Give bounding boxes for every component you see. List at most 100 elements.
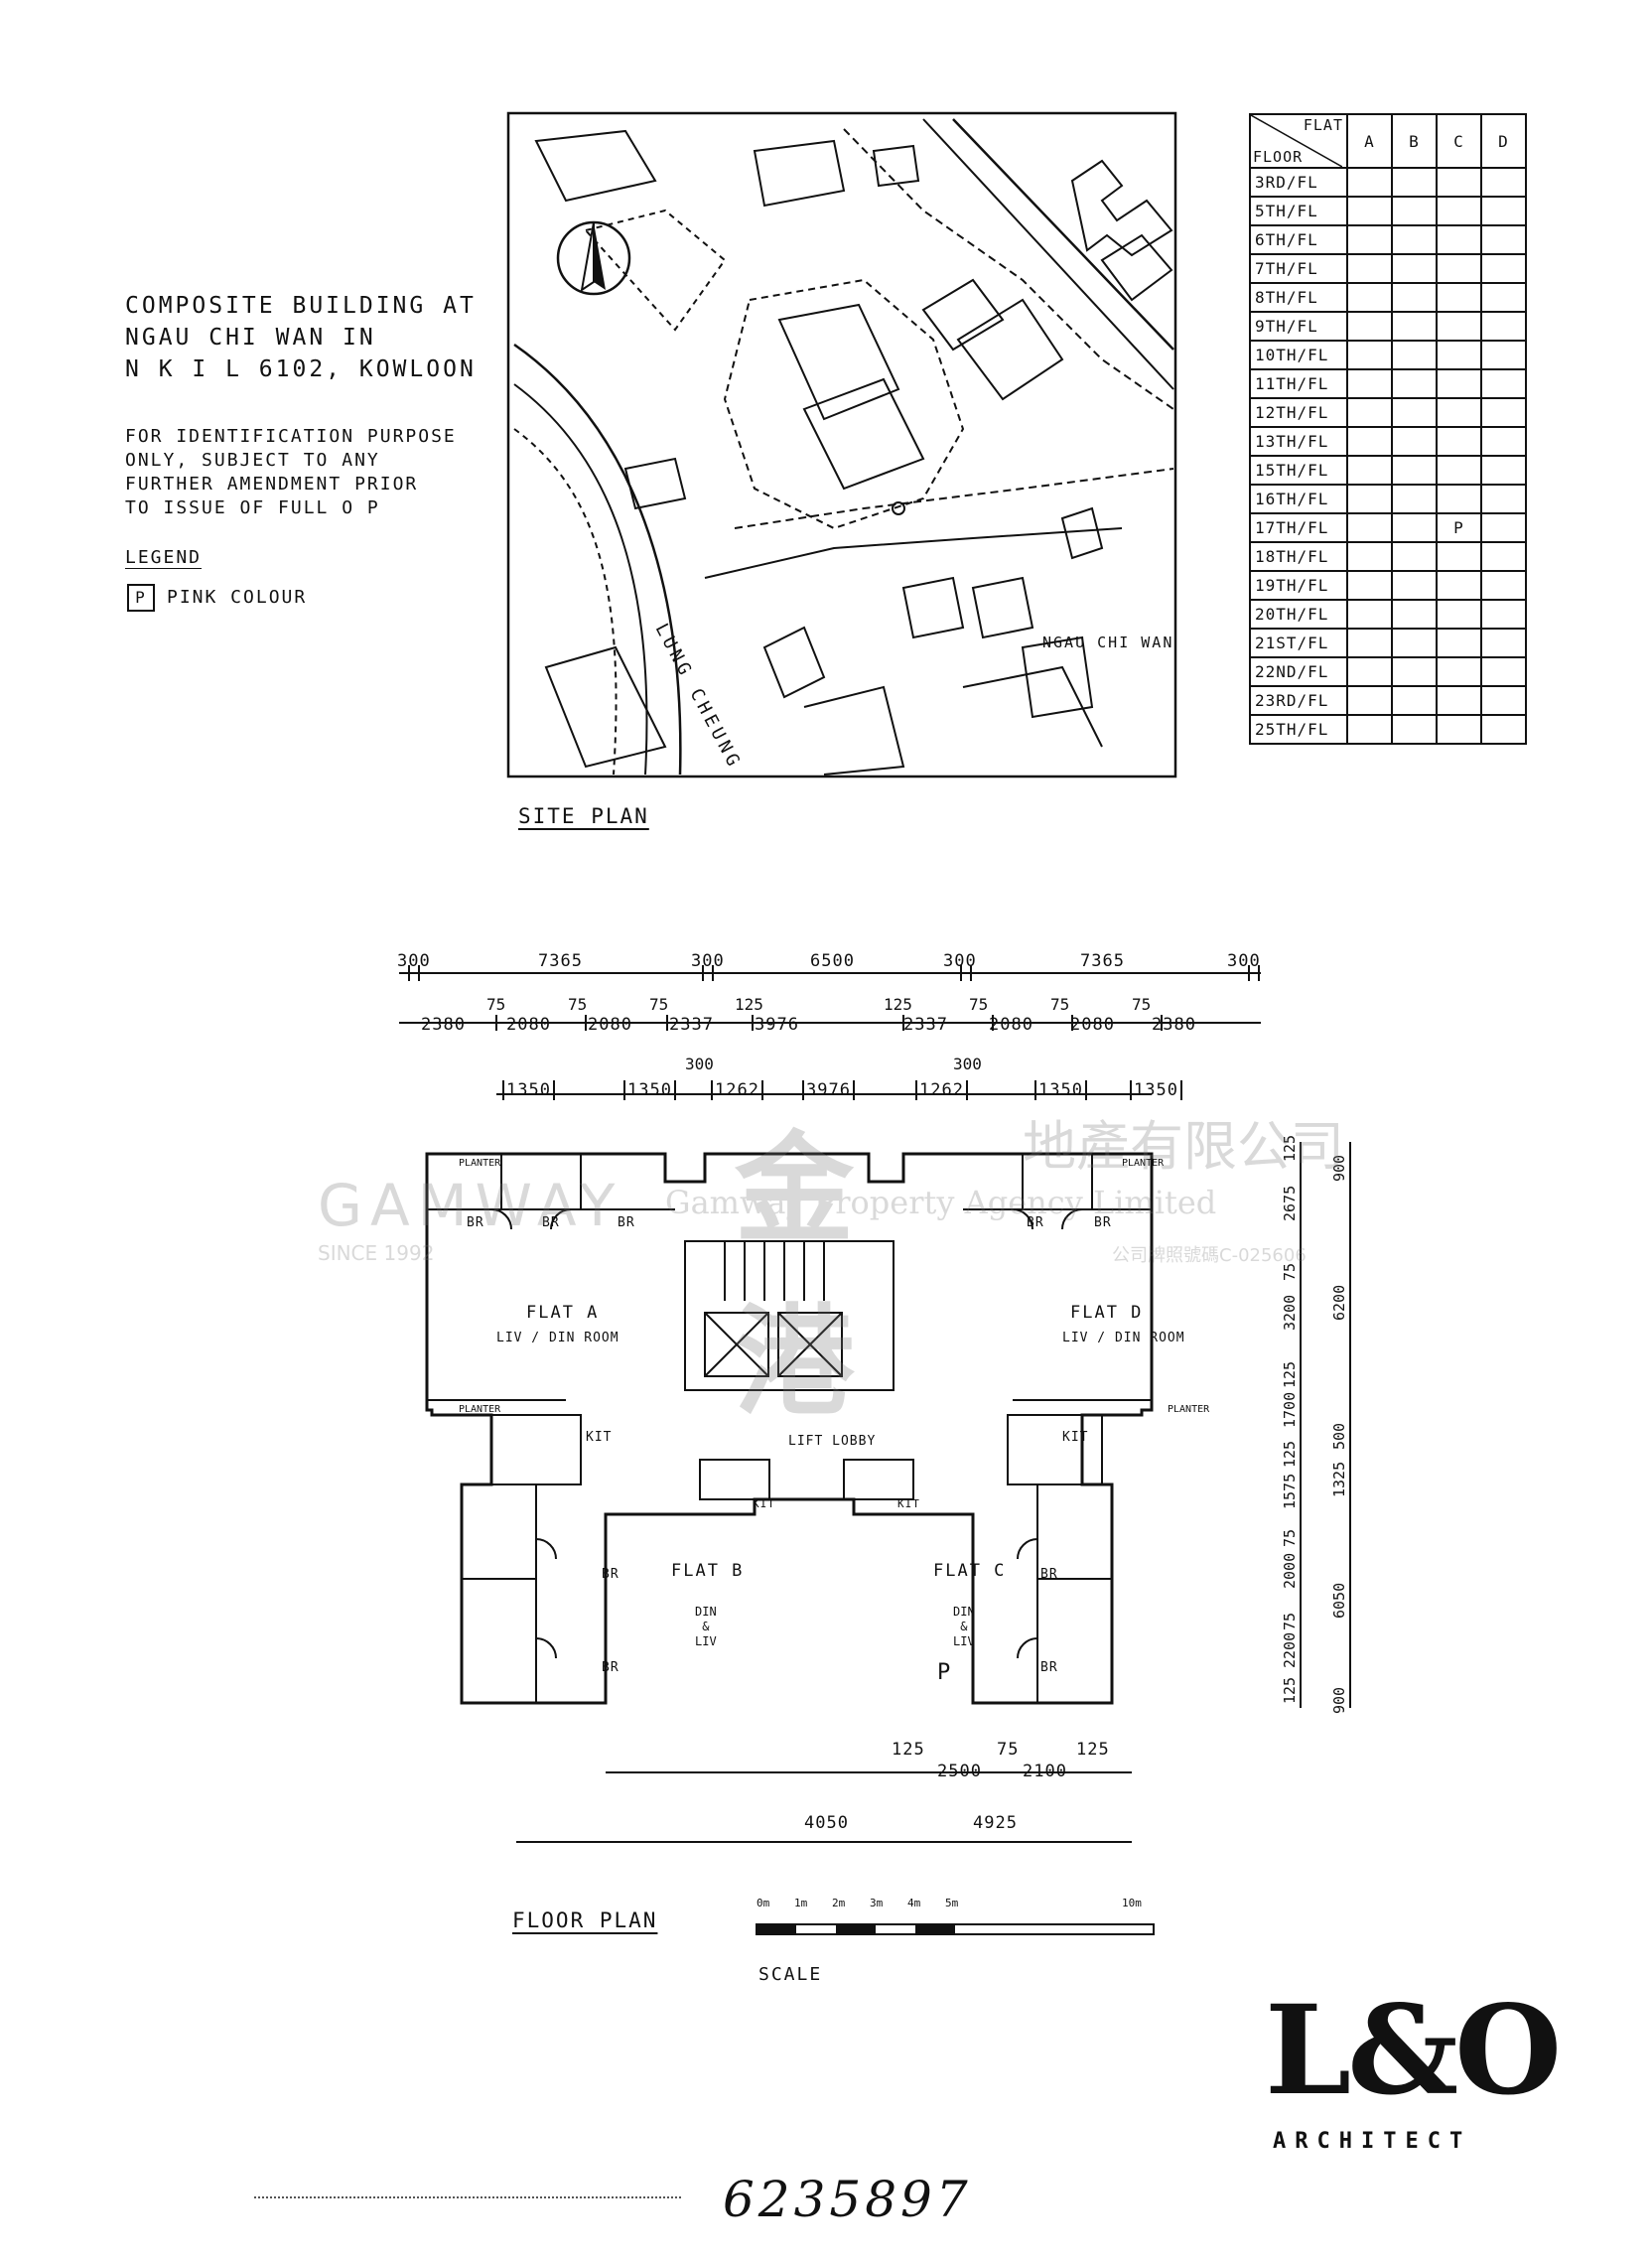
column-header: A — [1346, 113, 1393, 169]
br-label: BR — [618, 1215, 635, 1230]
table-row: 22ND/FL — [1249, 656, 1527, 687]
dim-gap-text: 75 — [568, 995, 588, 1014]
br-label: BR — [467, 1215, 484, 1230]
architect-logo-sub: ARCHITECT — [1273, 2129, 1472, 2154]
dim-text: 2080 — [989, 1015, 1033, 1035]
flat-cell — [1391, 541, 1438, 572]
flat-cell — [1436, 224, 1482, 255]
flat-cell — [1391, 340, 1438, 370]
flat-cell — [1480, 599, 1527, 630]
table-row: 6TH/FL — [1249, 224, 1527, 255]
br-label: BR — [542, 1215, 560, 1230]
flat-cell — [1391, 455, 1438, 486]
din-text: DIN — [695, 1605, 717, 1619]
flat-cell — [1436, 628, 1482, 658]
flat-cell — [1346, 484, 1393, 514]
scale-tick: 10m — [1122, 1897, 1142, 1909]
corner-flat-label: FLAT — [1303, 116, 1343, 134]
br-label: BR — [1027, 1215, 1044, 1230]
floor-cell: 8TH/FL — [1249, 282, 1348, 313]
flat-cell — [1346, 196, 1393, 226]
dim-text: 2500 — [937, 1762, 982, 1781]
floor-cell: 19TH/FL — [1249, 570, 1348, 601]
watermark-chinese-tail: 地產有限公司 — [1023, 1115, 1344, 1178]
floor-cell: 7TH/FL — [1249, 253, 1348, 284]
flat-d-liv-din: LIV / DIN ROOM — [1062, 1331, 1185, 1345]
flat-cell — [1346, 455, 1393, 486]
dim-text: 2337 — [903, 1015, 948, 1035]
flat-cell — [1480, 397, 1527, 428]
flat-cell — [1480, 196, 1527, 226]
dim-gap-text: 75 — [486, 995, 506, 1014]
dim-text: 300 — [691, 951, 725, 971]
din-text: DIN — [953, 1605, 975, 1619]
dim-gap-text: 75 — [1132, 995, 1152, 1014]
flat-cell — [1346, 656, 1393, 687]
dim-text: 2100 — [1023, 1762, 1067, 1781]
flat-cell — [1391, 196, 1438, 226]
flat-cell — [1391, 167, 1438, 198]
dim-text: 2380 — [1152, 1015, 1196, 1035]
dim-text: 2675 — [1281, 1185, 1299, 1221]
dim-gap-text: 75 — [649, 995, 669, 1014]
flat-cell — [1391, 282, 1438, 313]
scale-tick: 4m — [907, 1897, 921, 1909]
dim-gap-text: 125 — [884, 995, 912, 1014]
flat-cell — [1391, 570, 1438, 601]
kit-label: KIT — [586, 1430, 613, 1445]
dim-text: 300 — [397, 951, 431, 971]
flat-cell — [1391, 656, 1438, 687]
table-row: 16TH/FL — [1249, 484, 1527, 514]
flat-cell — [1436, 426, 1482, 457]
flat-cell — [1346, 512, 1393, 543]
flat-cell — [1480, 167, 1527, 198]
column-header: B — [1391, 113, 1438, 169]
scale-bar-graphic — [756, 1923, 1155, 1935]
flat-cell — [1391, 628, 1438, 658]
flat-cell — [1436, 167, 1482, 198]
dim-text: 300 — [1227, 951, 1261, 971]
watermark-since: SINCE 1992 — [318, 1241, 435, 1265]
dim-text: 300 — [943, 951, 977, 971]
amp-text: & — [960, 1620, 968, 1633]
table-row: 15TH/FL — [1249, 455, 1527, 486]
dim-gap-text: 125 — [735, 995, 763, 1014]
table-row: 10TH/FL — [1249, 340, 1527, 370]
dim-text: 2080 — [1070, 1015, 1115, 1035]
dim-text: 1262 — [711, 1080, 763, 1100]
floor-plan-caption: FLOOR PLAN — [512, 1908, 658, 1932]
flat-cell — [1480, 311, 1527, 342]
watermark-chinese: 金港 — [735, 1121, 854, 1432]
dim-text: 1350 — [623, 1080, 676, 1100]
flat-cell — [1346, 599, 1393, 630]
faded-scribble — [254, 2196, 681, 2201]
scale-tick: 0m — [757, 1897, 770, 1909]
dim-text: 4050 — [804, 1813, 849, 1833]
flat-b-din-liv: DIN & LIV — [695, 1605, 717, 1649]
flat-cell — [1480, 570, 1527, 601]
flat-c-din-liv: DIN & LIV — [953, 1605, 975, 1649]
dim-text: 2337 — [669, 1015, 714, 1035]
dim-text: 6200 — [1330, 1284, 1348, 1321]
floor-cell: 13TH/FL — [1249, 426, 1348, 457]
br-label: BR — [602, 1567, 620, 1582]
planter-label: PLANTER — [1122, 1158, 1165, 1169]
dim-text: 6050 — [1330, 1582, 1348, 1619]
project-title-line: NGAU CHI WAN IN — [125, 325, 376, 351]
dim-text: 1350 — [502, 1080, 555, 1100]
dim-text: 2000 — [1281, 1552, 1299, 1589]
column-header: D — [1480, 113, 1527, 169]
flat-cell — [1391, 224, 1438, 255]
kit-label: KIT — [1062, 1430, 1089, 1445]
flat-cell — [1436, 599, 1482, 630]
flat-cell — [1480, 340, 1527, 370]
floor-cell: 16TH/FL — [1249, 484, 1348, 514]
dim-text: 300 — [685, 1055, 714, 1073]
table-corner-cell: FLAT FLOOR — [1249, 113, 1348, 169]
flat-cell — [1436, 311, 1482, 342]
dim-text: 1700 — [1281, 1391, 1299, 1428]
floor-cell: 11TH/FL — [1249, 368, 1348, 399]
flat-cell — [1436, 455, 1482, 486]
